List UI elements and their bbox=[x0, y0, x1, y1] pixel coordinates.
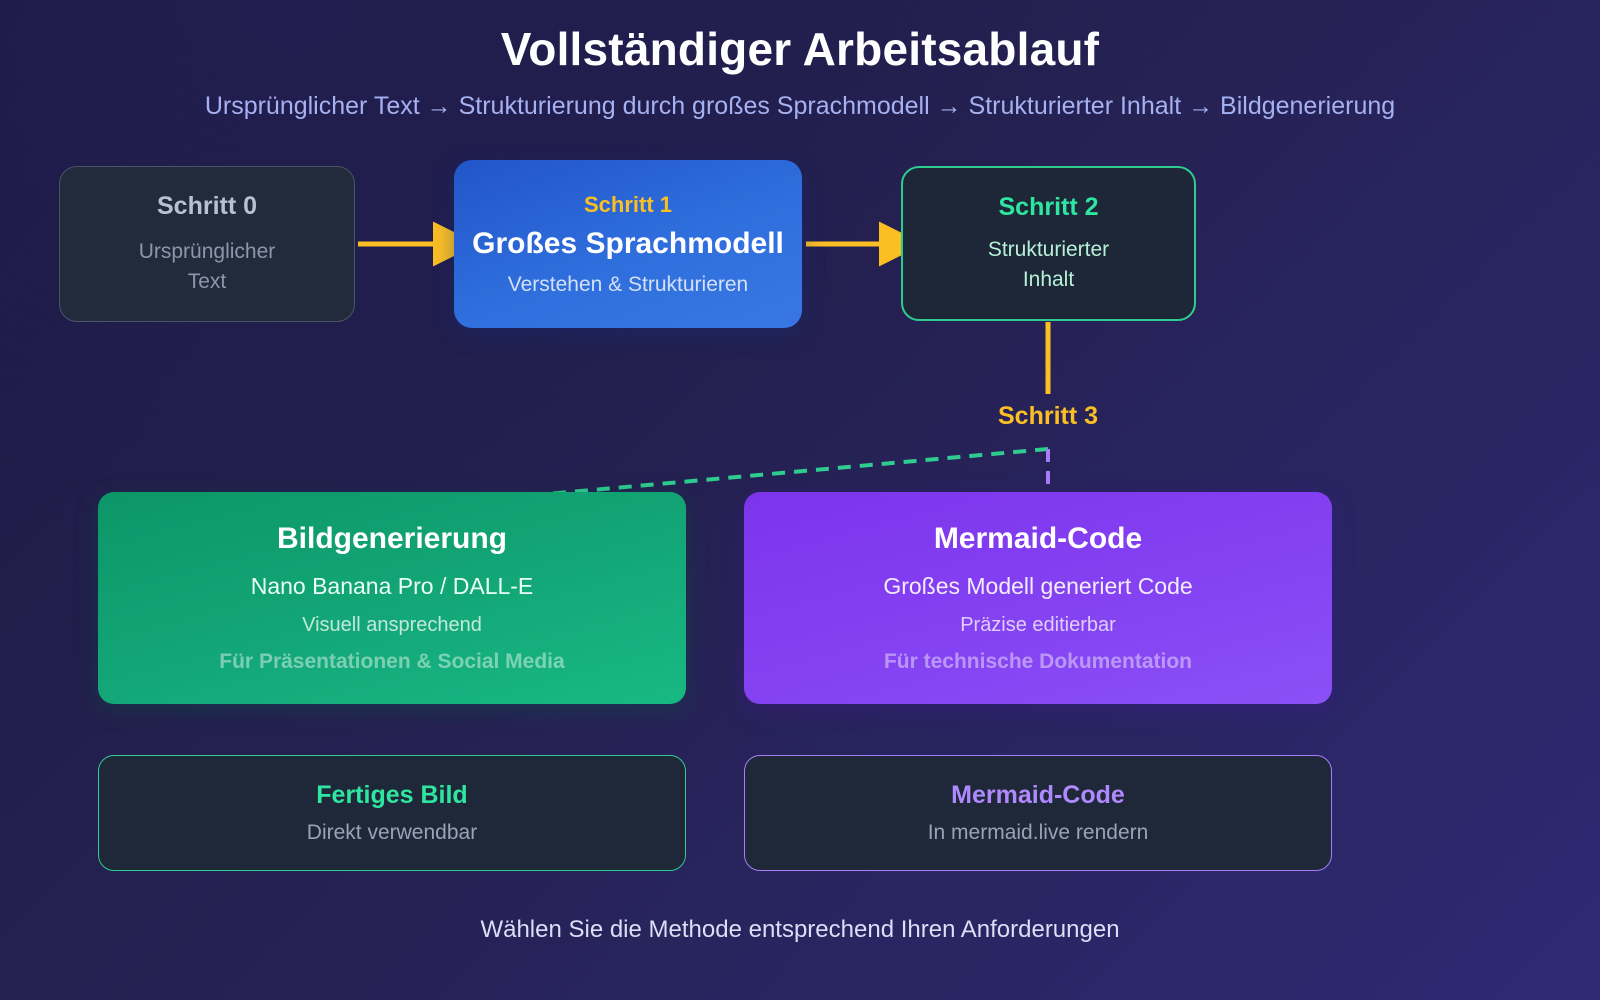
card-bildgenerierung-detail: Visuell ansprechend bbox=[302, 614, 482, 636]
node-schritt-2-line2: Inhalt bbox=[1022, 267, 1075, 291]
node-schritt-0-line1: Ursprünglicher bbox=[138, 239, 276, 263]
node-schritt-1-title: Großes Sprachmodell bbox=[472, 226, 784, 260]
card-bildgenerierung-subtitle: Nano Banana Pro / DALL-E bbox=[250, 573, 534, 599]
node-schritt-1-step-label: Schritt 1 bbox=[583, 191, 673, 217]
result-mermaid-code[interactable]: Mermaid-Code In mermaid.live rendern bbox=[744, 755, 1332, 871]
card-bildgenerierung-title: Bildgenerierung bbox=[276, 522, 508, 555]
page-title: Vollständiger Arbeitsablauf bbox=[500, 23, 1100, 75]
result-fertiges-bild-subtitle: Direkt verwendbar bbox=[306, 821, 478, 844]
card-bildgenerierung-note: Für Präsentationen & Social Media bbox=[219, 650, 565, 673]
node-schritt-0-title: Schritt 0 bbox=[156, 191, 258, 220]
node-schritt-0[interactable]: Schritt 0 Ursprünglicher Text bbox=[59, 166, 355, 322]
footer-caption: Wählen Sie die Methode entsprechend Ihre… bbox=[480, 916, 1120, 943]
node-schritt-2-title: Schritt 2 bbox=[998, 192, 1099, 221]
node-schritt-1[interactable]: Schritt 1 Großes Sprachmodell Verstehen … bbox=[454, 160, 802, 328]
card-mermaid-code-note: Für technische Dokumentation bbox=[883, 650, 1193, 673]
node-schritt-2[interactable]: Schritt 2 Strukturierter Inhalt bbox=[901, 166, 1196, 321]
page-subtitle: Ursprünglicher Text → Strukturierung dur… bbox=[204, 92, 1396, 120]
result-mermaid-code-subtitle: In mermaid.live rendern bbox=[927, 821, 1149, 844]
card-mermaid-code-detail: Präzise editierbar bbox=[960, 614, 1116, 636]
card-mermaid-code-title: Mermaid-Code bbox=[933, 522, 1143, 555]
node-schritt-1-subtitle: Verstehen & Strukturieren bbox=[507, 272, 749, 296]
node-schritt-2-line1: Strukturierter bbox=[987, 237, 1110, 261]
result-fertiges-bild-title: Fertiges Bild bbox=[316, 781, 468, 809]
result-mermaid-code-title: Mermaid-Code bbox=[951, 781, 1125, 809]
card-mermaid-code[interactable]: Mermaid-Code Großes Modell generiert Cod… bbox=[744, 492, 1332, 704]
result-fertiges-bild[interactable]: Fertiges Bild Direkt verwendbar bbox=[98, 755, 686, 871]
card-mermaid-code-subtitle: Großes Modell generiert Code bbox=[883, 573, 1193, 599]
step3-label: Schritt 3 bbox=[997, 402, 1099, 430]
node-schritt-0-line2: Text bbox=[187, 269, 227, 293]
card-bildgenerierung[interactable]: Bildgenerierung Nano Banana Pro / DALL-E… bbox=[98, 492, 686, 704]
